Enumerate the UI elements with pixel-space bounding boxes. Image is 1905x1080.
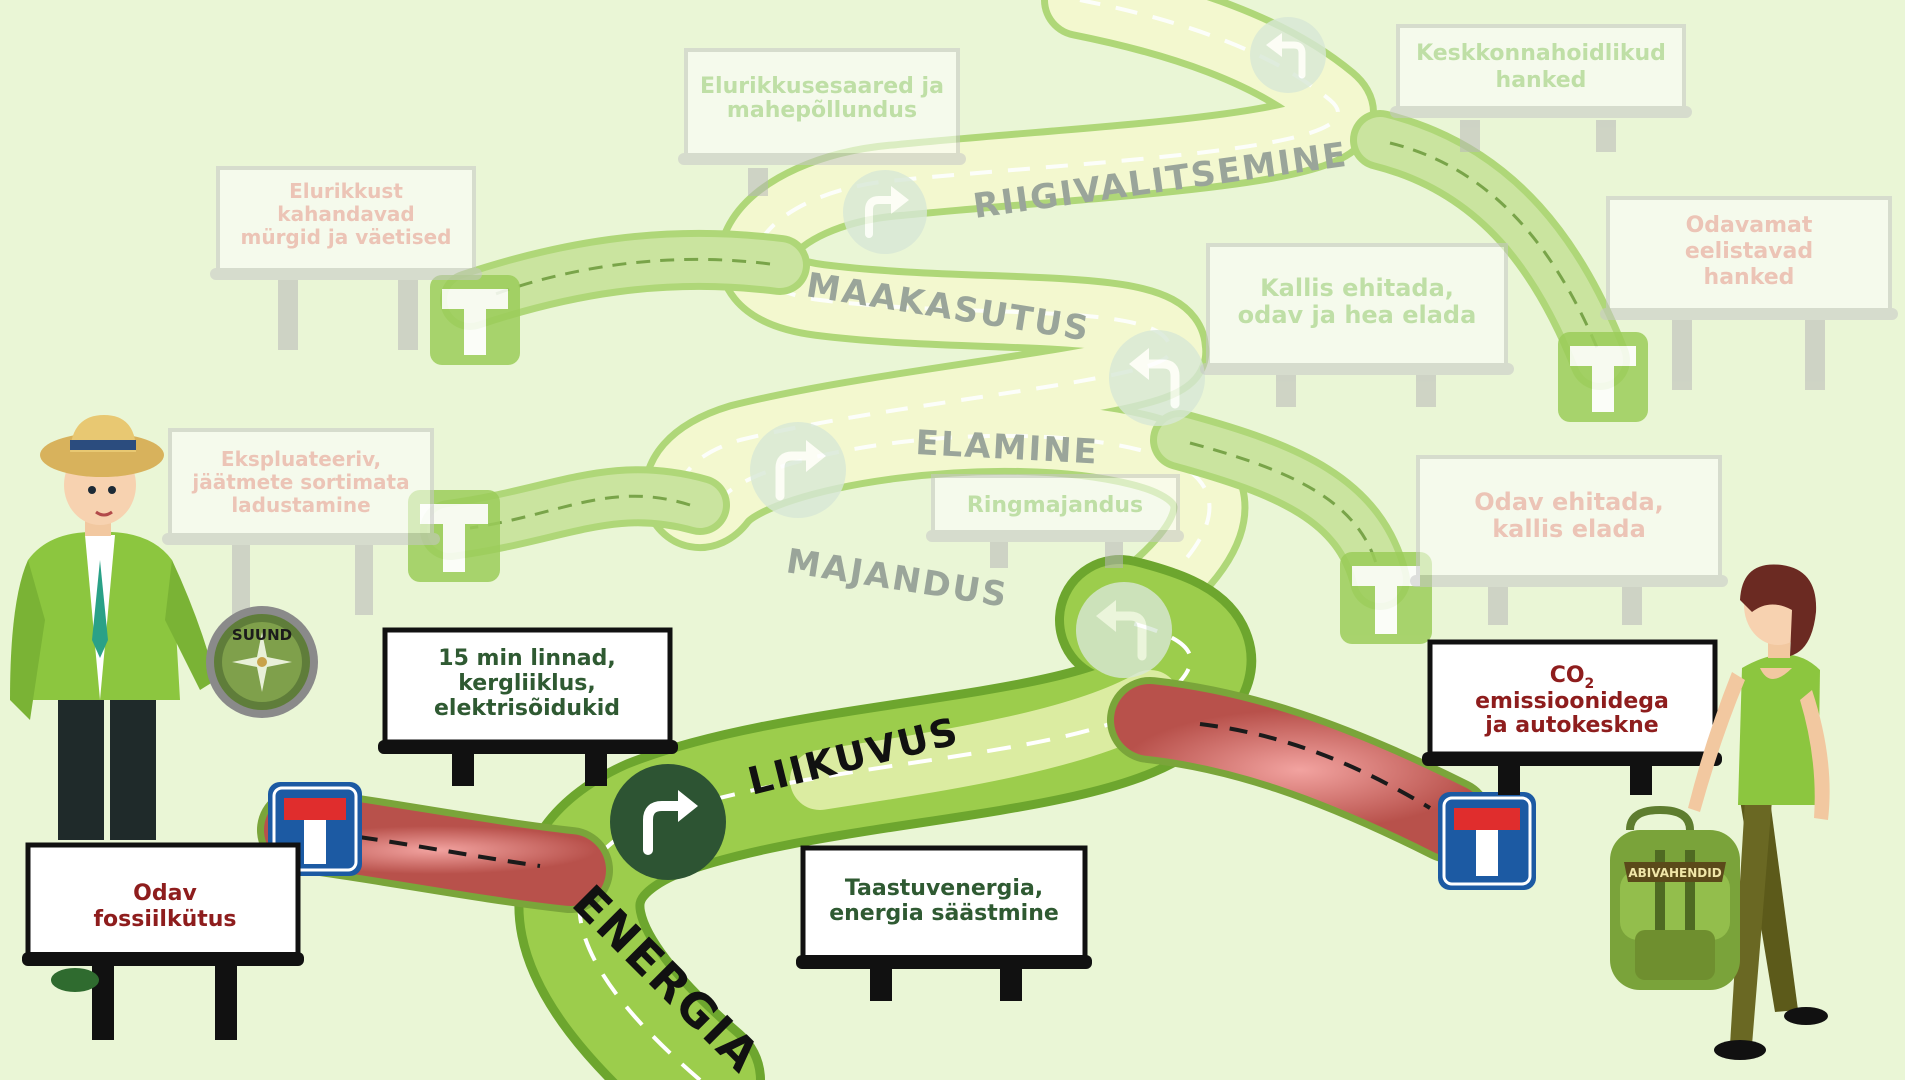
billboard-kallis-ehitada: Kallis ehitada, odav ja hea elada [1200,243,1514,407]
woman-character-illustration [1688,564,1830,1060]
turn-left-icon [1076,582,1172,678]
billboard-odav-fossiilkutus: Odav fossiilkütus [22,842,304,1040]
billboard-ringmajandus: Ringmajandus [926,474,1184,568]
billboard-taastuvenergia: Taastuvenergia, energia säästmine [796,845,1092,1001]
billboard-text: Kallis ehitada, [1260,274,1454,302]
billboard-text: kahandavad [277,202,414,226]
billboard-text: hanked [1704,265,1795,290]
billboard-odav-ehitada: Odav ehitada, kallis elada [1410,455,1728,625]
billboard-text: Ringmajandus [967,493,1143,518]
compass-icon: SUUND [206,606,318,718]
turn-right-icon [750,422,846,518]
backpack-icon: ABIVAHENDID [1610,805,1740,990]
backpack-label: ABIVAHENDID [1628,866,1721,880]
dead-end-sign-icon [430,275,520,365]
billboard-text: jäätmete sortimata [191,470,409,494]
billboard-text: Taastuvenergia, [845,876,1043,901]
billboard-text: fossiilkütus [93,907,236,932]
billboard-text: Odav ehitada, [1474,488,1664,516]
billboard-keskkonnahoidlikud: Keskkonnahoidlikud hanked [1390,24,1692,152]
billboard-text: Elurikkusesaared ja [700,74,944,99]
billboard-text: emissioonidega [1475,689,1669,714]
turn-right-icon [843,170,927,254]
billboard-text: Odavamat [1686,213,1813,238]
man-character-illustration [10,415,216,992]
turn-left-icon [1250,17,1326,93]
billboard-text: ladustamine [231,493,370,517]
billboard-text: 15 min linnad, [438,646,615,671]
billboard-text: elektrisõidukid [434,696,620,721]
billboard-text: mahepõllundus [727,98,917,123]
dead-end-road-right [1107,677,1493,863]
billboard-text: kallis elada [1492,515,1646,543]
dead-end-sign-icon [1438,792,1536,890]
billboard-ekspluateeriv: Ekspluateeriv, jäätmete sortimata ladust… [162,428,440,615]
billboard-text: mürgid ja väetised [240,225,451,249]
turn-right-icon [610,764,726,880]
turn-left-icon [1109,330,1205,426]
billboard-text: energia säästmine [829,901,1059,926]
billboard-15-min-linnad: 15 min linnad, kergliiklus, elektrisõidu… [378,627,678,786]
billboard-text: Ekspluateeriv, [221,447,381,471]
compass-label: SUUND [232,626,292,644]
billboard-text: ja autokeskne [1484,713,1658,738]
dead-end-sign-icon [1340,552,1432,644]
billboard-text: odav ja hea elada [1238,301,1477,329]
billboard-text: Odav [133,881,197,906]
billboard-text: CO2 [1550,663,1595,692]
dead-end-sign-icon [1558,332,1648,422]
billboard-text: Keskkonnahoidlikud [1416,41,1666,66]
billboard-elurikkusesaared: Elurikkusesaared ja mahepõllundus [678,48,966,196]
billboard-text: kergliiklus, [458,671,595,696]
faded-road-centerline [678,0,1340,632]
active-road-centerline [577,618,1193,1080]
billboard-odavamat: Odavamat eelistavad hanked [1600,196,1898,390]
billboard-text: Elurikkust [289,179,403,203]
billboard-text: eelistavad [1685,239,1813,264]
billboard-elurikkust: Elurikkust kahandavad mürgid ja väetised [210,166,482,350]
billboard-text: hanked [1496,68,1587,93]
billboard-co2: CO2 emissioonidega ja autokeskne [1422,639,1722,795]
road-label-elamine: ELAMINE [915,423,1100,473]
